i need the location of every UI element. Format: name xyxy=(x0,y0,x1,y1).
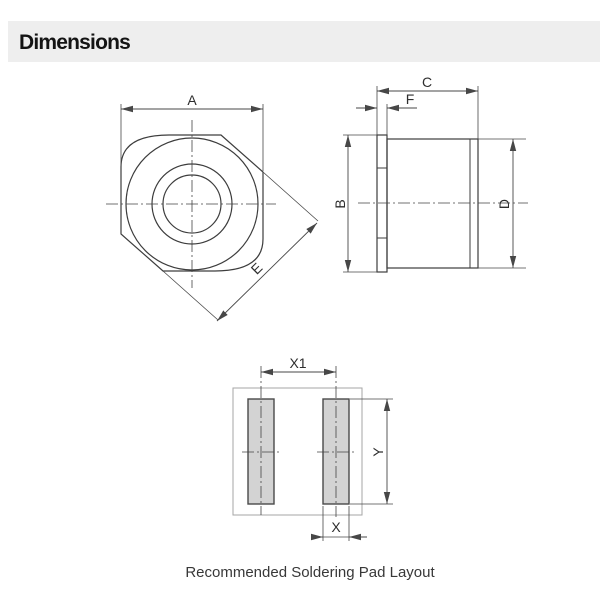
dim-y-label: Y xyxy=(370,447,386,457)
section-title: Dimensions xyxy=(19,31,131,54)
dim-x1-label: X1 xyxy=(289,355,306,371)
section-header-bar: Dimensions xyxy=(8,21,600,62)
dim-e-line xyxy=(216,222,318,322)
side-view-flange xyxy=(376,134,388,273)
dim-e-label: E xyxy=(248,260,266,278)
pad-layout-component-outline xyxy=(232,387,363,516)
dim-e-extension-lower xyxy=(162,270,219,321)
dim-f-label: F xyxy=(406,91,415,107)
dim-x-label: X xyxy=(331,519,341,535)
side-view-body xyxy=(386,138,479,269)
dim-c-label: C xyxy=(422,74,432,90)
pad-layout-view: X1 Y X xyxy=(232,355,393,541)
dim-e-extension-upper xyxy=(262,171,319,222)
front-view: A E xyxy=(106,92,319,322)
dim-b-label: B xyxy=(332,199,348,208)
dim-d-label: D xyxy=(496,199,512,209)
pad-layout-caption: Recommended Soldering Pad Layout xyxy=(185,564,435,581)
side-view: C F B D xyxy=(332,74,528,273)
dim-a-label: A xyxy=(187,92,197,108)
